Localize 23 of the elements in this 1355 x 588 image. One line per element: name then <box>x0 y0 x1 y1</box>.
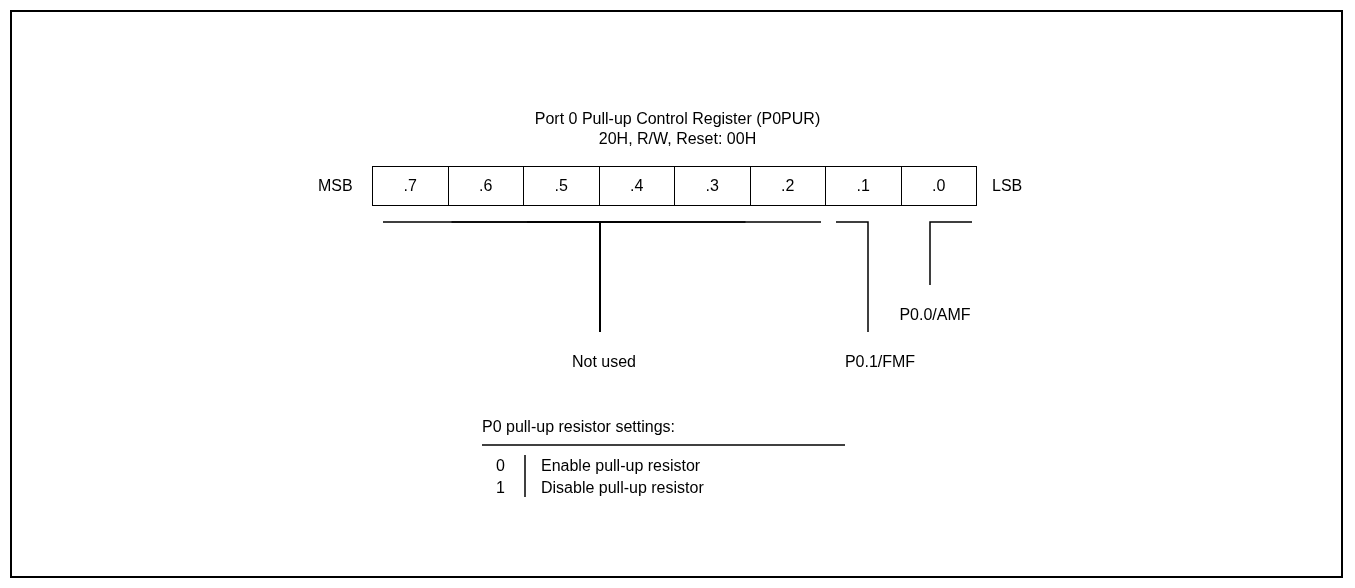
register-bit-cell: .2 <box>749 166 826 206</box>
msb-label: MSB <box>318 176 353 196</box>
setting-description: Enable pull-up resistor <box>541 456 701 476</box>
field-name: P0.0/AMF <box>875 305 995 325</box>
register-bit-cell: .5 <box>523 166 600 206</box>
setting-value: 1 <box>496 478 505 498</box>
register-bit-cell: .3 <box>674 166 751 206</box>
setting-value: 0 <box>496 456 505 476</box>
leader-line <box>599 221 822 333</box>
lsb-label: LSB <box>992 176 1023 196</box>
register-bit-cell: .7 <box>372 166 449 206</box>
leader-line <box>835 221 869 333</box>
register-bit-cell: .0 <box>900 166 977 206</box>
field-name: P0.1/FMF <box>820 352 940 372</box>
register-title: Port 0 Pull-up Control Register (P0PUR) <box>533 109 822 129</box>
register-bit-cell: .6 <box>447 166 524 206</box>
setting-description: Disable pull-up resistor <box>541 478 704 498</box>
field-name: Not used <box>544 352 664 372</box>
register-address-note: 20H, R/W, Reset: 00H <box>597 129 758 149</box>
register-bit-cell: .1 <box>825 166 902 206</box>
register-bit-cell: .4 <box>598 166 675 206</box>
settings-heading: P0 pull-up resistor settings: <box>482 417 675 437</box>
leader-line <box>929 221 973 286</box>
